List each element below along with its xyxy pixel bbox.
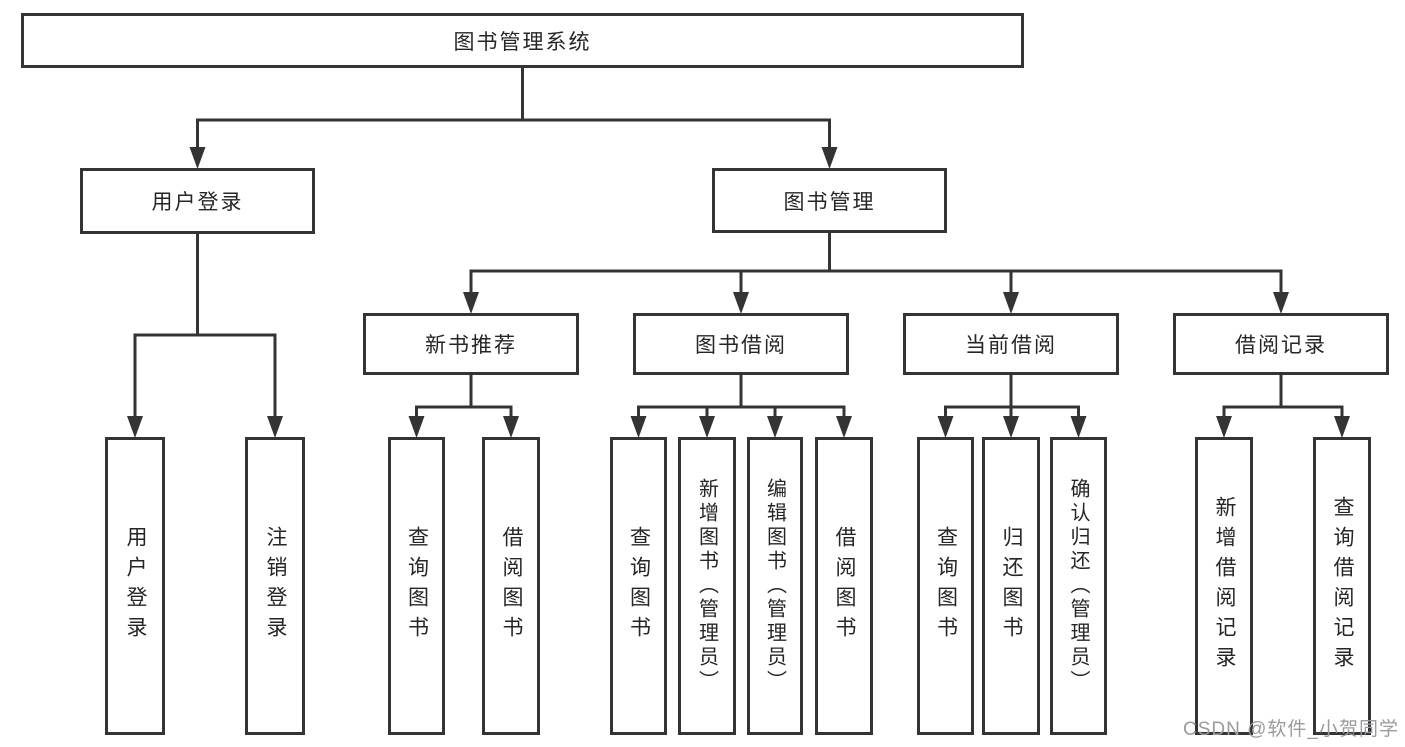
node-label: 查询借阅记录 [1331,496,1354,676]
node-v-query-record: 查询借阅记录 [1313,437,1371,735]
node-v-query-book-2: 查询图书 [610,437,667,735]
node-label: 归还图书 [1000,526,1023,646]
node-v-add-record: 新增借阅记录 [1195,437,1253,735]
node-label: 查询图书 [405,526,429,646]
node-label: 注销登录 [264,526,287,646]
node-v-return-book: 归还图书 [982,437,1040,735]
node-label: 图书管理系统 [453,30,592,54]
node-book-borrow: 图书借阅 [633,313,849,375]
node-v-borrow-book-1: 借阅图书 [482,437,540,735]
arrowhead-icon [937,416,954,438]
node-label: 新书推荐 [425,334,517,357]
node-v-confirm-return: 确认归还（管理员） [1050,437,1107,735]
node-label: 查询图书 [627,526,651,646]
node-label: 借阅记录 [1235,334,1327,357]
arrowhead-icon [127,416,143,438]
node-v-query-book-1: 查询图书 [388,437,445,735]
node-label: 借阅图书 [833,526,856,646]
node-borrow-record: 借阅记录 [1173,313,1389,375]
node-label: 借阅图书 [500,526,523,646]
node-label: 新增借阅记录 [1213,496,1236,676]
node-label: 编辑图书（管理员） [763,478,786,694]
arrowhead-icon [463,292,479,314]
node-v-query-book-3: 查询图书 [917,437,974,735]
arrowhead-icon [1070,416,1087,438]
arrowhead-icon [267,416,283,438]
node-v-add-book: 新增图书（管理员） [678,437,736,735]
arrowhead-icon [1003,416,1019,438]
arrowhead-icon [1216,416,1232,438]
node-label: 确认归还（管理员） [1067,478,1089,694]
arrowhead-icon [630,416,647,438]
node-new-book-rec: 新书推荐 [363,313,579,375]
node-current-borrow: 当前借阅 [903,313,1119,375]
node-v-logout: 注销登录 [245,437,305,735]
arrowhead-icon [1334,416,1350,438]
node-label: 用户登录 [124,526,147,646]
node-book-mgmt: 图书管理 [712,168,947,233]
arrowhead-icon [767,416,783,438]
node-label: 图书管理 [783,190,876,214]
node-v-user-login: 用户登录 [105,437,165,735]
node-label: 新增图书（管理员） [695,478,718,694]
arrowhead-icon [503,416,519,438]
node-v-edit-book: 编辑图书（管理员） [747,437,803,735]
arrowhead-icon [699,416,715,438]
arrowhead-icon [733,292,749,314]
arrowhead-icon [1003,292,1019,314]
node-label: 当前借阅 [965,334,1057,357]
node-root: 图书管理系统 [21,13,1024,68]
arrowhead-icon [821,147,838,169]
watermark: CSDN @软件_小贺同学 [1183,719,1399,740]
arrowhead-icon [408,416,425,438]
arrowhead-icon [1273,292,1289,314]
node-label: 图书借阅 [695,334,787,357]
arrowhead-icon [189,147,206,169]
node-label: 用户登录 [151,191,244,214]
node-label: 查询图书 [934,526,958,646]
arrowhead-icon [836,416,852,438]
node-v-borrow-book-2: 借阅图书 [815,437,873,735]
node-user-login: 用户登录 [80,168,315,234]
